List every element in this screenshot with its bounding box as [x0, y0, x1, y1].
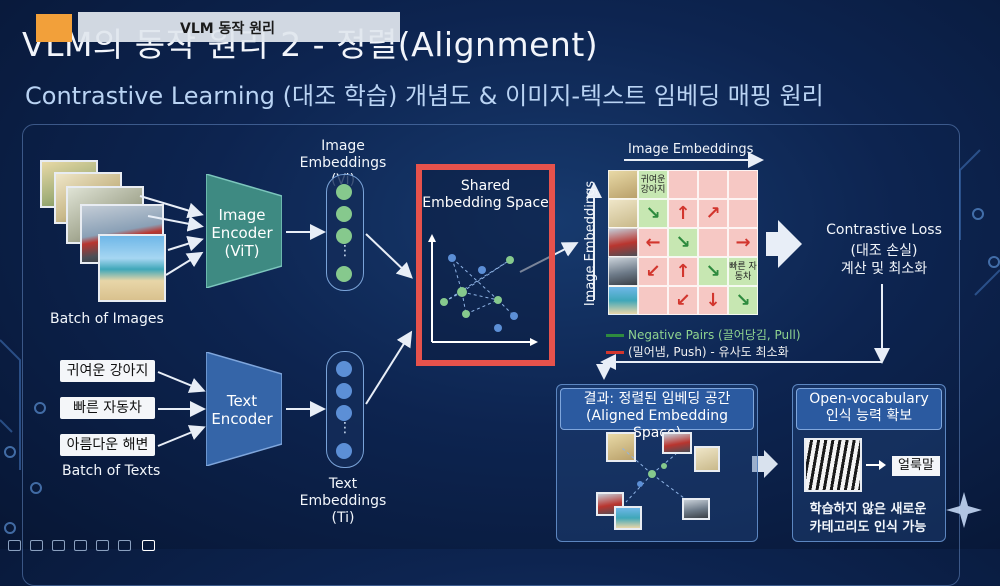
matrix-cell-negative: ↑ — [668, 257, 698, 286]
text-input-item: 빠른 자동차 — [60, 397, 155, 419]
aligned-space-header: 결과: 정렬된 임베딩 공간 (Aligned Embedding Space) — [560, 388, 754, 441]
text-embedding-dot — [336, 405, 352, 421]
open-vocab-title-2: 인식 능력 확보 — [825, 408, 913, 424]
dog-thumbnail — [606, 432, 636, 462]
matrix-cell-positive: ↘ — [668, 228, 698, 257]
matrix-cell-negative — [728, 199, 758, 228]
matrix-cell-negative — [728, 170, 758, 199]
matrix-side-label: Image Embeddings — [583, 180, 599, 307]
toolbar-icon[interactable] — [118, 540, 131, 551]
car-thumbnail — [662, 432, 692, 454]
circuit-decoration — [0, 149, 1000, 534]
text-embeddings-label: Text Embeddings (Ti) — [299, 476, 387, 526]
matrix-cell-caption: 귀여운 강아지 — [640, 175, 666, 195]
matrix-image-cell — [608, 257, 638, 286]
beach-photo — [98, 234, 166, 302]
image-embedding-vector: ⋮ — [326, 174, 364, 291]
beach-thumbnail — [614, 506, 642, 530]
arrow-right-icon — [866, 460, 886, 470]
open-vocab-caption-1: 학습하지 않은 새로운 — [809, 502, 927, 517]
shared-embedding-space-highlight — [416, 164, 555, 366]
legend-push: (밀어냄, Push) - 유사도 최소화 — [606, 343, 789, 360]
legend-push-text: (밀어냄, Push) - 유사도 최소화 — [628, 345, 789, 359]
legend-swatch-green — [606, 334, 624, 337]
matrix-top-label: Image Embeddings — [628, 142, 754, 157]
toolbar-icon[interactable] — [30, 540, 43, 551]
matrix-cell-positive: 귀여운 강아지 — [638, 170, 668, 199]
open-vocab-title-1: Open-vocabulary — [809, 391, 929, 407]
text-embedding-dot — [336, 361, 352, 377]
text-embedding-dot — [336, 383, 352, 399]
text-input-item: 아름다운 해변 — [60, 434, 155, 456]
car-thumbnail — [682, 498, 710, 520]
slide-subtitle: Contrastive Learning (대조 학습) 개념도 & 이미지-텍… — [25, 82, 824, 110]
tab-color-marker — [36, 14, 72, 42]
matrix-image-cell — [608, 199, 638, 228]
image-embedding-dot — [336, 184, 352, 200]
text-embedding-vector: ⋮ — [326, 351, 364, 468]
image-encoder-label: Image Encoder (ViT) — [211, 206, 273, 260]
text-embedding-dot — [336, 443, 352, 459]
text-input-item: 귀여운 강아지 — [60, 360, 155, 382]
flow-arrows — [139, 152, 890, 478]
matrix-image-cell — [608, 170, 638, 199]
matrix-cell-negative — [638, 286, 668, 315]
tab-label[interactable]: VLM 동작 원리 — [180, 21, 275, 37]
image-embedding-dot — [336, 206, 352, 222]
toolbar-icon[interactable] — [96, 540, 109, 551]
matrix-cell-negative: ↙ — [638, 257, 668, 286]
matrix-cell-negative: ↓ — [698, 286, 728, 315]
image-embedding-dot — [336, 266, 352, 282]
image-encoder-shape — [206, 174, 282, 288]
loss-line-2: (대조 손실) — [850, 243, 918, 259]
toolbar-icon[interactable] — [74, 540, 87, 551]
matrix-cell-positive: ↘ — [728, 286, 758, 315]
similarity-matrix: 귀여운 강아지 ↘ ↑ ↗ ← ↘ → ↙ ↑ ↘ 빠른 자동차 ↙ ↓ ↘ — [608, 170, 763, 320]
loss-line-3: 계산 및 최소화 — [840, 261, 928, 277]
matrix-cell-negative — [698, 228, 728, 257]
matrix-cell-negative: ↙ — [668, 286, 698, 315]
legend-negative: Negative Pairs (끌어당김, Pull) — [606, 326, 801, 343]
legend-negative-text: Negative Pairs (끌어당김, Pull) — [628, 328, 801, 342]
matrix-cell-positive: 빠른 자동차 — [728, 257, 758, 286]
shared-space-title: Shared Embedding Space — [422, 178, 549, 211]
batch-texts-label: Batch of Texts — [62, 463, 161, 479]
matrix-cell-positive: ↘ — [698, 257, 728, 286]
batch-images-label: Batch of Images — [50, 311, 164, 327]
zebra-photo — [804, 438, 862, 492]
matrix-cell-negative — [668, 170, 698, 199]
matrix-cell-negative: → — [728, 228, 758, 257]
matrix-cell-negative: ↑ — [668, 199, 698, 228]
aligned-space-title-1: 결과: 정렬된 임베딩 공간 — [583, 391, 731, 407]
dog-thumbnail — [694, 446, 720, 472]
matrix-image-cell — [608, 286, 638, 315]
tab-overlay[interactable] — [78, 12, 400, 42]
aligned-space-links — [621, 447, 685, 503]
text-encoder-shape — [206, 352, 282, 466]
text-encoder-label: Text Encoder — [211, 392, 273, 428]
matrix-cell-caption: 빠른 자동차 — [729, 262, 757, 282]
open-vocab-caption-2: 카테고리도 인식 가능 — [809, 520, 927, 535]
toolbar-icon[interactable] — [52, 540, 65, 551]
ellipsis-glyph: ⋮ — [338, 243, 352, 259]
video-icon[interactable] — [142, 540, 155, 551]
ellipsis-glyph: ⋮ — [338, 420, 352, 436]
open-vocab-header: Open-vocabulary 인식 능력 확보 — [796, 388, 942, 430]
image-embedding-dot — [336, 228, 352, 244]
shared-space-plot — [428, 234, 538, 346]
legend-swatch-red — [606, 351, 624, 354]
matrix-cell-negative — [698, 170, 728, 199]
loss-line-1: Contrastive Loss — [826, 222, 942, 238]
zebra-label: 얼룩말 — [892, 456, 940, 476]
toolbar-icon[interactable] — [8, 540, 21, 551]
matrix-cell-negative: ↗ — [698, 199, 728, 228]
matrix-cell-negative: ← — [638, 228, 668, 257]
matrix-cell-positive: ↘ — [638, 199, 668, 228]
matrix-image-cell — [608, 228, 638, 257]
